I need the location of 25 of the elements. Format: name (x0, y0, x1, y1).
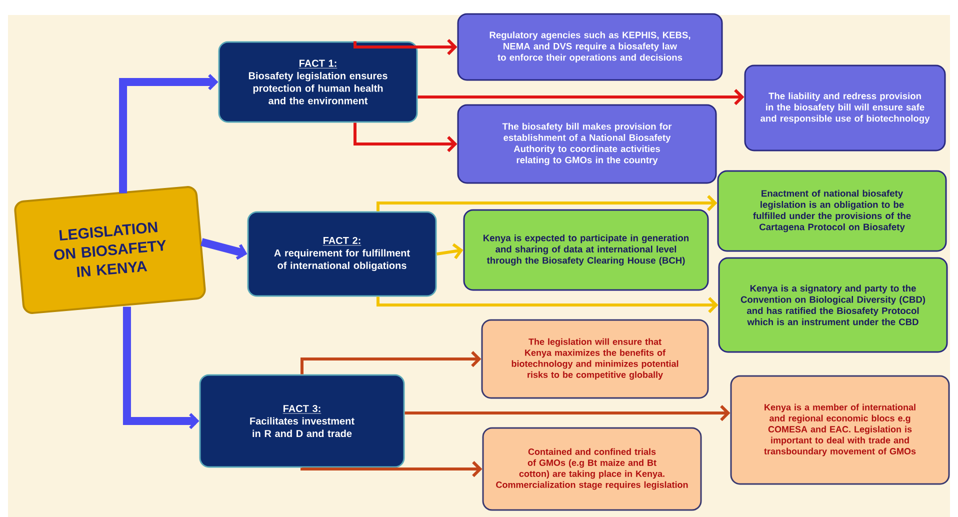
fact-box: FACT 1: Biosafety legislation ensures protection of human health and the environment (218, 41, 418, 123)
statement-box: Enactment of national biosafety legislation is an obligation to be fulfilled under the provisions of the Cartagena Protocol on Biosafety (717, 170, 947, 252)
arrow (376, 194, 718, 212)
arrow (200, 238, 248, 260)
main-title-box: LEGISLATION ON BIOSAFETY IN KENYA (14, 186, 206, 314)
arrow (418, 88, 744, 106)
fact-box: FACT 2: A requirement for fulfillment of international obligations (247, 211, 437, 297)
statement-box: Kenya is a member of international and regional economic blocs e.g COMESA and EAC. Legislation is important to deal with trade and transboundary movement of GMOs (730, 375, 950, 485)
arrow (119, 74, 218, 194)
fact-box: FACT 3: Facilitates investment in R and D and trade (199, 374, 405, 468)
statement-box: Regulatory agencies such as KEPHIS, KEBS, NEMA and DVS require a biosafety law to enforce their operations and decisions (457, 13, 723, 81)
statement-box: Kenya is a signatory and party to the Convention on Biological Diversity (CBD) and has ratified the Biosafety Protocol which is an instrument under the CBD (718, 257, 948, 353)
arrow (122, 306, 200, 430)
statement-box: Kenya is expected to participate in generation and sharing of data at international level through the Biosafety Clearing House (BCH) (463, 209, 709, 291)
statement-box: Contained and confined trials of GMOs (e.g Bt maize and Bt cotton) are taking place in Kenya. Commercialization stage requires legislation (482, 427, 702, 511)
arrow (354, 38, 458, 56)
statement-box: The legislation will ensure that Kenya maximizes the benefits of biotechnology and minimizes potential risks to be competitive globally (481, 319, 709, 399)
statement-box: The biosafety bill makes provision for establishment of a National Biosafety Authority to coordinate activities relating to GMOs in the country (457, 104, 717, 184)
arrow (300, 460, 482, 478)
arrow (376, 296, 718, 314)
arrow (404, 404, 730, 422)
arrow (436, 243, 464, 260)
statement-box: The liability and redress provision in the biosafety bill will ensure safe and responsible use of biotechnology (744, 64, 946, 152)
arrow (354, 122, 458, 152)
arrow (300, 350, 482, 374)
